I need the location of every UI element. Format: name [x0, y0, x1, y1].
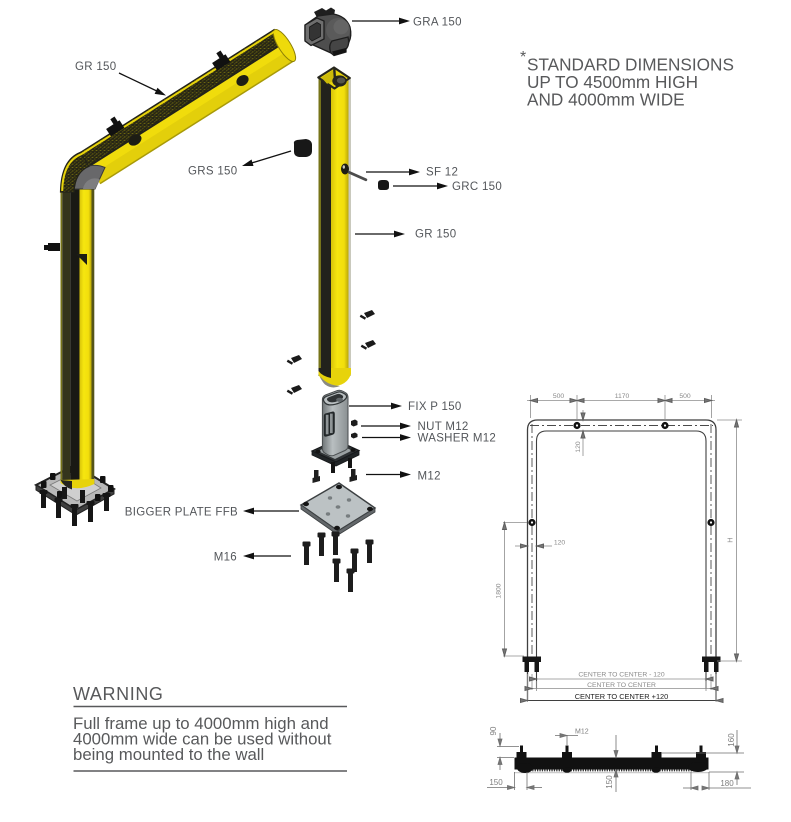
svg-text:4000mm wide can be used withou: 4000mm wide can be used without	[73, 730, 332, 749]
svg-text:BIGGER PLATE FFB: BIGGER PLATE FFB	[125, 507, 238, 519]
svg-text:120: 120	[575, 441, 582, 453]
svg-text:1800: 1800	[496, 583, 503, 598]
svg-text:M12: M12	[575, 729, 589, 736]
svg-text:GR 150: GR 150	[415, 229, 456, 241]
svg-text:90: 90	[489, 726, 498, 735]
svg-text:H: H	[726, 537, 735, 542]
svg-text:500: 500	[679, 393, 691, 400]
svg-text:*: *	[520, 49, 526, 66]
svg-text:M16: M16	[214, 552, 237, 564]
svg-text:WARNING: WARNING	[73, 684, 164, 704]
svg-text:UP TO 4500mm HIGH: UP TO 4500mm HIGH	[527, 72, 698, 92]
svg-text:500: 500	[553, 393, 565, 400]
svg-text:SF 12: SF 12	[426, 167, 458, 179]
svg-text:M12: M12	[418, 471, 441, 483]
svg-text:150: 150	[605, 775, 614, 789]
svg-text:CENTER TO CENTER - 120: CENTER TO CENTER - 120	[578, 672, 664, 679]
svg-text:STANDARD DIMENSIONS: STANDARD DIMENSIONS	[527, 55, 734, 75]
svg-text:1170: 1170	[615, 393, 630, 400]
svg-text:NUT M12: NUT M12	[418, 421, 469, 433]
svg-text:GRA 150: GRA 150	[413, 17, 462, 29]
svg-text:GRS 150: GRS 150	[188, 166, 237, 178]
svg-text:being mounted to the wall: being mounted to the wall	[73, 745, 264, 764]
svg-text:GR 150: GR 150	[75, 61, 116, 73]
svg-text:CENTER TO CENTER +120: CENTER TO CENTER +120	[575, 692, 669, 701]
svg-text:CENTER TO CENTER: CENTER TO CENTER	[587, 682, 656, 689]
svg-text:FIX P 150: FIX P 150	[408, 401, 462, 413]
svg-text:WASHER M12: WASHER M12	[418, 433, 497, 445]
svg-text:AND 4000mm WIDE: AND 4000mm WIDE	[527, 90, 685, 110]
svg-text:120: 120	[554, 540, 566, 547]
svg-text:160: 160	[727, 733, 736, 747]
svg-text:150: 150	[489, 778, 503, 787]
svg-text:GRC 150: GRC 150	[452, 181, 502, 193]
svg-text:Full frame up to 4000mm high a: Full frame up to 4000mm high and	[73, 714, 329, 733]
svg-text:180: 180	[720, 779, 734, 788]
